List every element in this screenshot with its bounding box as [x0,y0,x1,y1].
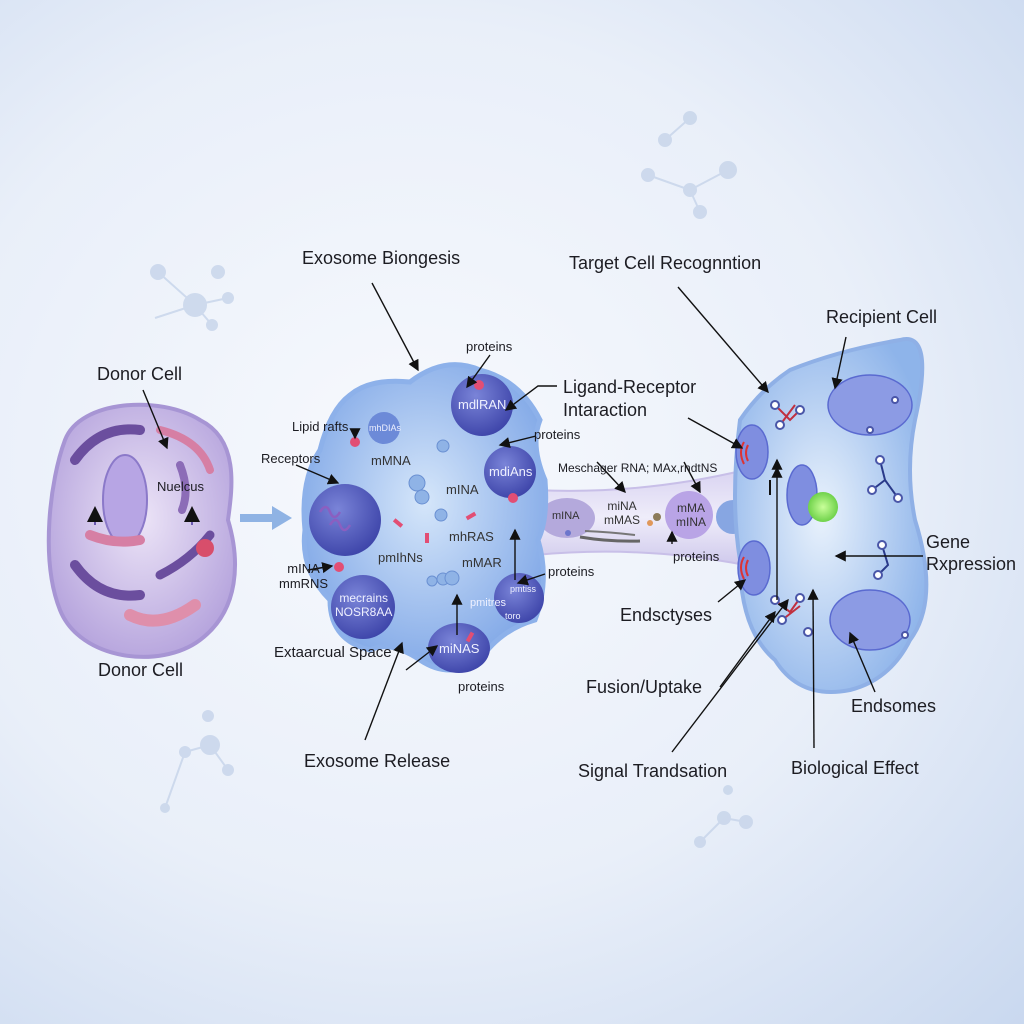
label-proteins: proteins [548,564,595,579]
label-mirna: mINA mmRNS [279,561,329,591]
vesicle-label: pmtiss [510,584,537,594]
label-lipid-rafts: Lipid rafts [292,419,349,434]
vesicle-label: mecrains NOSR8AA [335,591,393,619]
label-extracellular-space: Extaarcual Space [274,644,392,661]
title-donor-cell-top: Donor Cell [97,364,183,384]
exosome-vesicles [309,374,544,673]
title-donor-cell-bottom: Donor Cell [98,660,184,680]
nucleus [102,454,148,546]
label-proteins: proteins [458,679,505,694]
glow-signal [808,492,838,522]
label-gene-expression: Gene Rxpression [926,532,1017,574]
label-biological-effect: Biological Effect [791,758,919,778]
title-exosome-biogenesis: Exosome Biongesis [302,248,461,268]
vesicle-label: mMA mINA [676,501,706,529]
label-proteins: proteins [534,427,581,442]
vesicle [539,498,595,538]
annotation-arrows [142,282,923,753]
vesicle [665,491,713,539]
cargo-label: mMAR [462,555,502,570]
label-proteins: proteins [673,549,720,564]
cargo-label: pmIhNs [378,550,423,565]
vesicle-label: toro [505,611,521,621]
label-nucleus: Nuelcus [157,479,204,494]
donor-cell [46,402,237,659]
cargo-label: mhRAS [449,529,494,544]
vesicle-label: mhDIAs [369,423,402,433]
vesicle-label: pmitres [470,597,507,609]
label-ligand-receptor: Ligand-Receptor Intaraction [563,377,697,420]
title-target-cell-recognition: Target Cell Recognntion [569,253,762,273]
molecule-decor [150,111,753,848]
vesicle-label: miNAS [439,641,480,656]
cargo-label: miNA mMAS [604,499,640,527]
title-recipient-cell: Recipient Cell [826,307,938,327]
label-signal-transduction: Signal Trandsation [578,761,728,781]
label-receptors: Receptors [261,451,321,466]
cargo-label: mINA [446,482,479,497]
label-endosomes: Endsomes [851,696,937,716]
receptor-molecules [770,396,909,639]
label-endocytosis: Endsctyses [620,605,713,625]
label-fusion-uptake: Fusion/Uptake [586,677,703,697]
vesicle-label: mINA [552,510,580,522]
label-proteins: proteins [466,339,513,354]
label-exosome-release: Exosome Release [304,751,451,771]
vesicle-label: mdlRAN [458,397,507,412]
label-messenger-rna: Meschager RNA; MAx,rndtNS [558,461,718,475]
vesicle-label: mdiAns [489,464,533,479]
cargo-label: mMNA [371,453,411,468]
